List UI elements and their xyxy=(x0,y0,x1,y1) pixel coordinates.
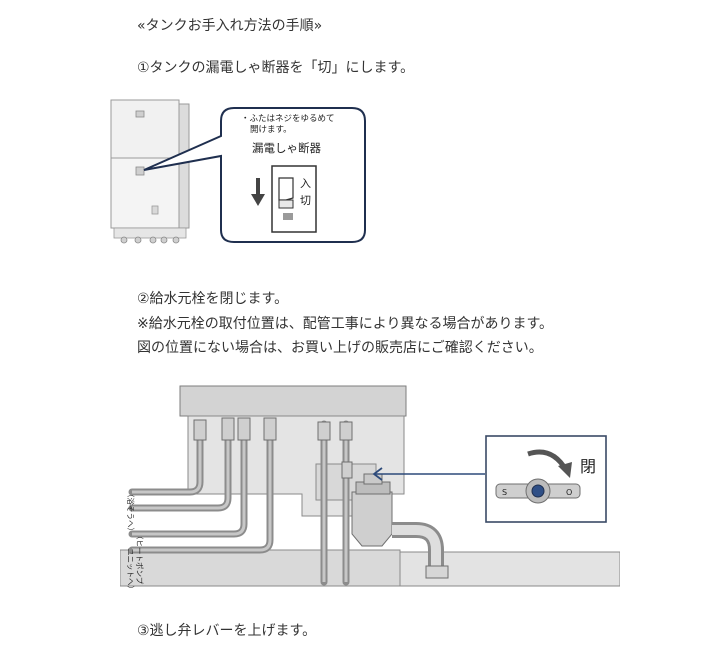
valve-o-label: O xyxy=(566,488,572,497)
step-2-line2: ※給水元栓の取付位置は、配管工事により異なる場合があります。 xyxy=(137,316,554,332)
step-2-line1: ②給水元栓を閉じます。 xyxy=(137,291,289,307)
switch-on-label: 入 xyxy=(300,177,311,190)
valve-close-label: 閉 xyxy=(580,457,596,476)
callout-note-line2: 開けます。 xyxy=(250,125,292,135)
pipe-label-heatpump-1: （ヒートポンプ xyxy=(135,532,144,585)
tank-breaker-illustration: ・ふたはネジをゆるめて 開けます。 漏電しゃ断器 入 切 xyxy=(110,99,366,244)
arrow-down-icon xyxy=(251,178,265,206)
callout-note-line1: ・ふたはネジをゆるめて xyxy=(241,114,335,124)
switch-off-label: 切 xyxy=(300,194,311,207)
pointer-arrow-icon xyxy=(372,467,485,481)
pipe-label-bath: （浴そうへ） xyxy=(126,490,136,535)
breaker-label: 漏電しゃ断器 xyxy=(252,141,321,155)
rotate-arrow-icon xyxy=(558,462,572,478)
water-supply-valve-illustration: （浴そうへ） （ヒートポンプ ユニットへ） 閉 S O xyxy=(120,385,620,593)
pipe-label-heatpump-2: ユニットへ） xyxy=(126,548,135,593)
valve-detail-panel xyxy=(485,435,607,523)
valve-s-label: S xyxy=(502,488,507,497)
valve-handle: S O xyxy=(495,478,581,504)
section-heading: «タンクお手入れ方法の手順» xyxy=(137,18,323,34)
step-1-text: ①タンクの漏電しゃ断器を「切」にします。 xyxy=(137,60,415,76)
step-3-text: ③逃し弁レバーを上げます。 xyxy=(137,623,317,639)
step-2-line3: 図の位置にない場合は、お買い上げの販売店にご確認ください。 xyxy=(137,340,543,356)
breaker-switch-lever xyxy=(278,177,294,201)
